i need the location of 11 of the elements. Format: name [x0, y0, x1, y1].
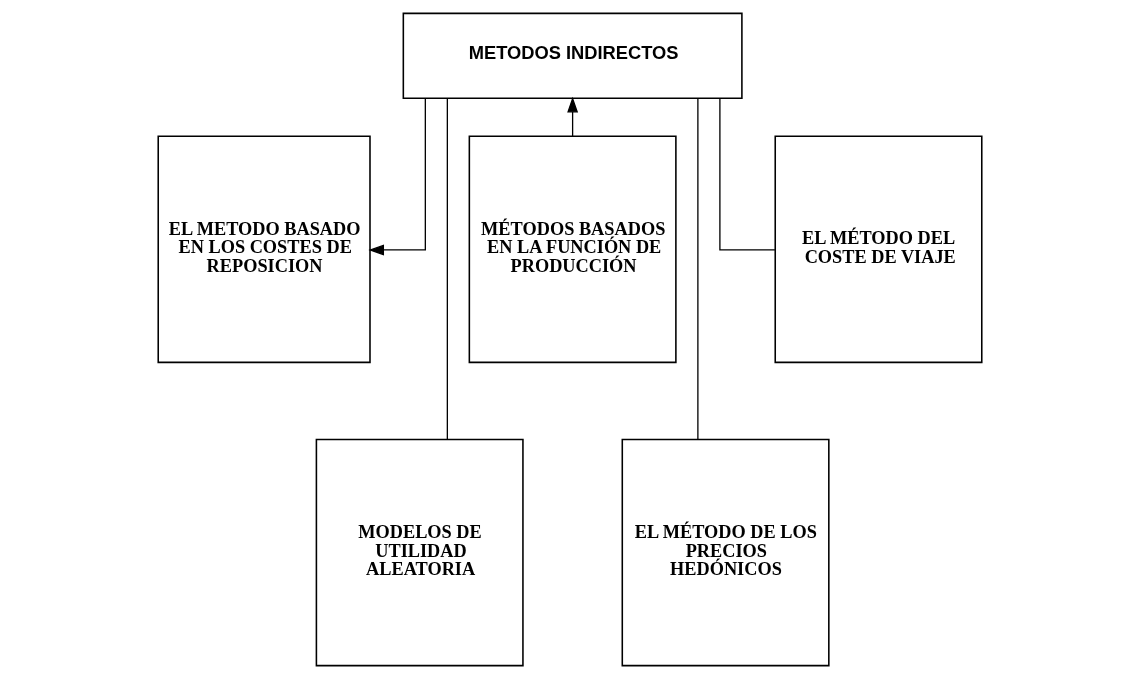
- node-box: EL METODO BASADO EN LOS COSTES DE REPOSICION: [157, 135, 371, 364]
- arrow: [368, 97, 426, 256]
- node-box: MÉTODOS BASADOS EN LA FUNCIÓN DE PRODUCCIÓN: [468, 135, 677, 364]
- connector: [446, 97, 448, 440]
- arrow: [567, 96, 579, 137]
- connector: [719, 97, 776, 251]
- node-box: EL MÉTODO DE LOS PRECIOS HEDÓNICOS: [621, 438, 830, 667]
- node-box: METODOS INDIRECTOS: [402, 12, 743, 100]
- node-box: MODELOS DE UTILIDAD ALEATORIA: [315, 438, 524, 667]
- node-box: EL MÉTODO DEL COSTE DE VIAJE: [774, 135, 983, 364]
- connector: [697, 97, 699, 440]
